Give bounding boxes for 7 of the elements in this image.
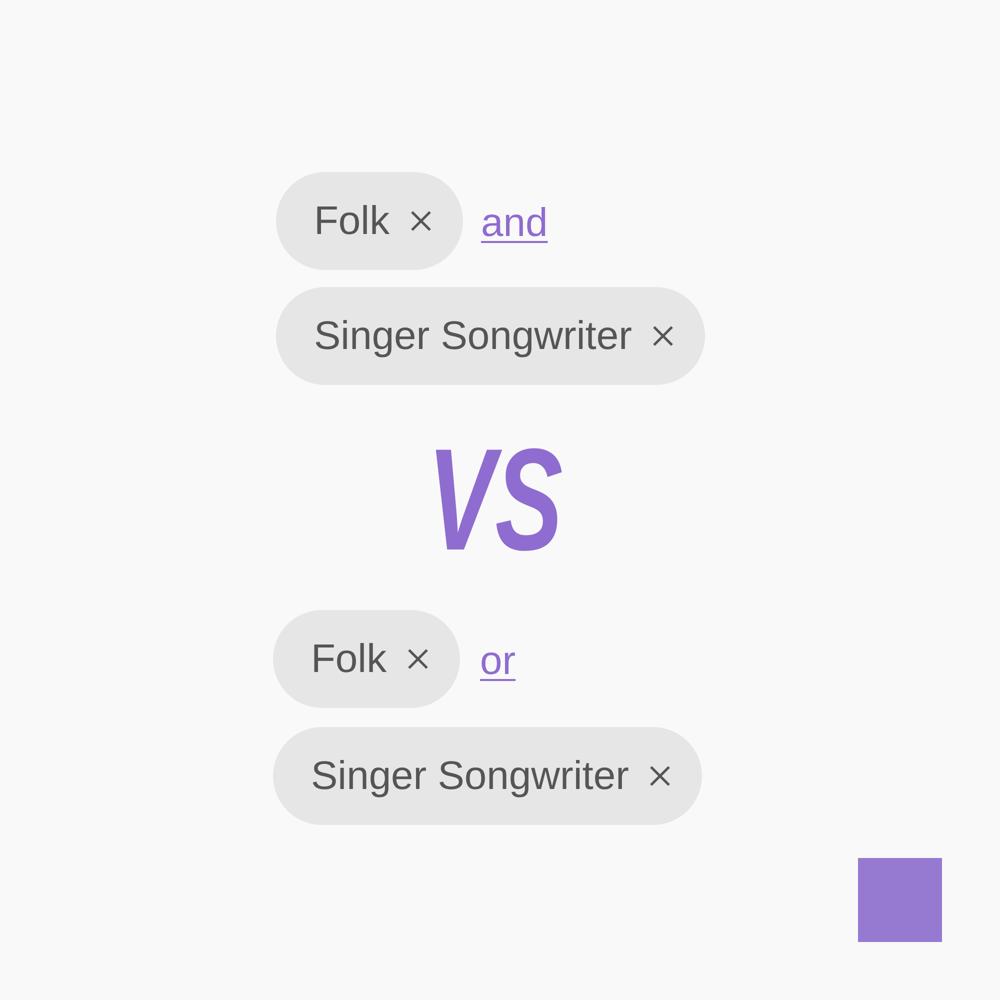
tag-label: Singer Songwriter xyxy=(314,316,632,356)
tag-label: Folk xyxy=(311,639,387,679)
vs-lettering: VS xyxy=(426,428,564,572)
tag-label: Folk xyxy=(314,201,390,241)
tag-label: Singer Songwriter xyxy=(311,756,629,796)
operator-link: and xyxy=(481,203,548,243)
operator-link: or xyxy=(480,641,516,681)
